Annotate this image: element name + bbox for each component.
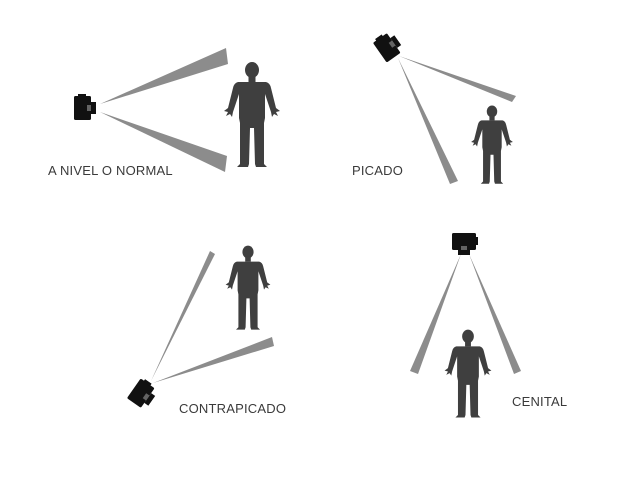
view-beam-upper bbox=[100, 48, 228, 104]
person-icon bbox=[471, 105, 513, 184]
panel-contrapicado bbox=[126, 245, 274, 411]
camera-icon bbox=[452, 233, 478, 255]
label-cenital: CENITAL bbox=[512, 394, 568, 409]
panel-nivel bbox=[74, 48, 280, 172]
label-contrapicado: CONTRAPICADO bbox=[179, 401, 287, 416]
label-picado: PICADO bbox=[352, 163, 404, 178]
person-icon bbox=[224, 62, 280, 167]
person-icon bbox=[225, 245, 271, 330]
camera-icon bbox=[74, 94, 96, 120]
view-beam-upper bbox=[399, 56, 516, 102]
person-icon bbox=[444, 329, 492, 418]
view-beam-lower bbox=[398, 58, 458, 184]
view-beam-left bbox=[410, 254, 461, 374]
view-beam-lower bbox=[100, 112, 227, 172]
panel-picado bbox=[371, 28, 516, 184]
view-beam-upper bbox=[151, 251, 215, 381]
panel-cenital bbox=[410, 233, 521, 418]
view-beam-lower bbox=[153, 337, 274, 383]
camera-icon bbox=[126, 376, 160, 411]
camera-icon bbox=[371, 28, 405, 63]
view-beam-right bbox=[469, 254, 521, 374]
label-nivel: A NIVEL O NORMAL bbox=[48, 163, 173, 178]
